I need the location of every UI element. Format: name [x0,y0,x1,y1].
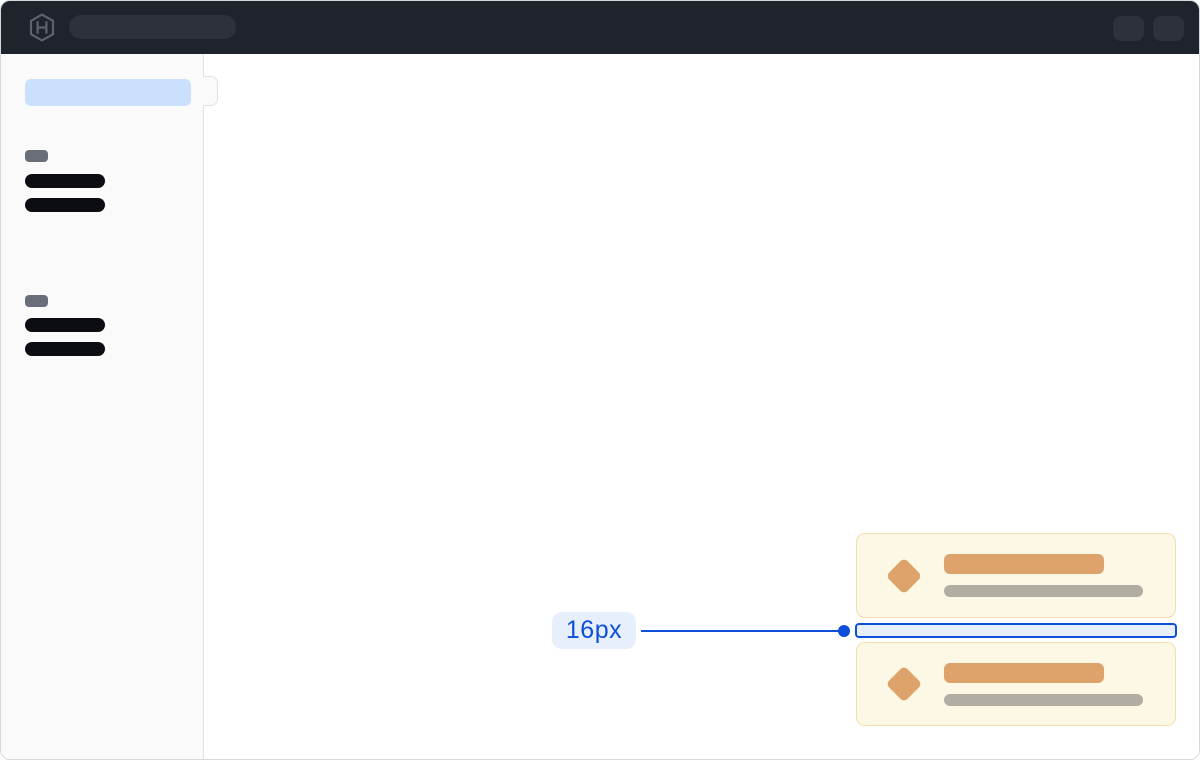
measured-gap-highlight [855,623,1177,638]
list-item-card[interactable] [856,533,1176,618]
nav-search-placeholder[interactable] [69,15,236,39]
sidebar-section-label-placeholder [25,150,48,162]
card-title-placeholder [944,662,1104,683]
sidebar-nav-item-placeholder[interactable] [25,198,105,212]
measurement-dot [838,625,850,637]
top-nav-bar [1,1,1199,54]
sidebar-collapse-toggle[interactable] [203,76,218,106]
list-item-card[interactable] [856,642,1176,726]
sidebar-active-item[interactable] [25,79,191,106]
sidebar-nav-item-placeholder[interactable] [25,318,105,332]
card-subtitle-placeholder [944,693,1143,706]
nav-user-menu-placeholder[interactable] [1153,16,1184,41]
card-title-placeholder [944,554,1104,574]
sidebar-nav-item-placeholder[interactable] [25,342,105,356]
measurement-label: 16px [552,612,636,649]
diamond-icon [885,557,923,595]
sidebar [1,54,204,759]
main-content [205,54,1199,759]
measurement-line [641,630,844,632]
card-subtitle-placeholder [944,585,1143,597]
card-text-placeholders [944,554,1143,597]
sidebar-section-label-placeholder [25,295,48,307]
nav-help-button-placeholder[interactable] [1113,16,1144,41]
sidebar-nav-item-placeholder[interactable] [25,174,105,188]
hashicorp-logo-icon[interactable] [29,13,55,42]
card-text-placeholders [944,662,1143,706]
diamond-icon [885,665,923,703]
measurement-label-text: 16px [565,616,623,644]
